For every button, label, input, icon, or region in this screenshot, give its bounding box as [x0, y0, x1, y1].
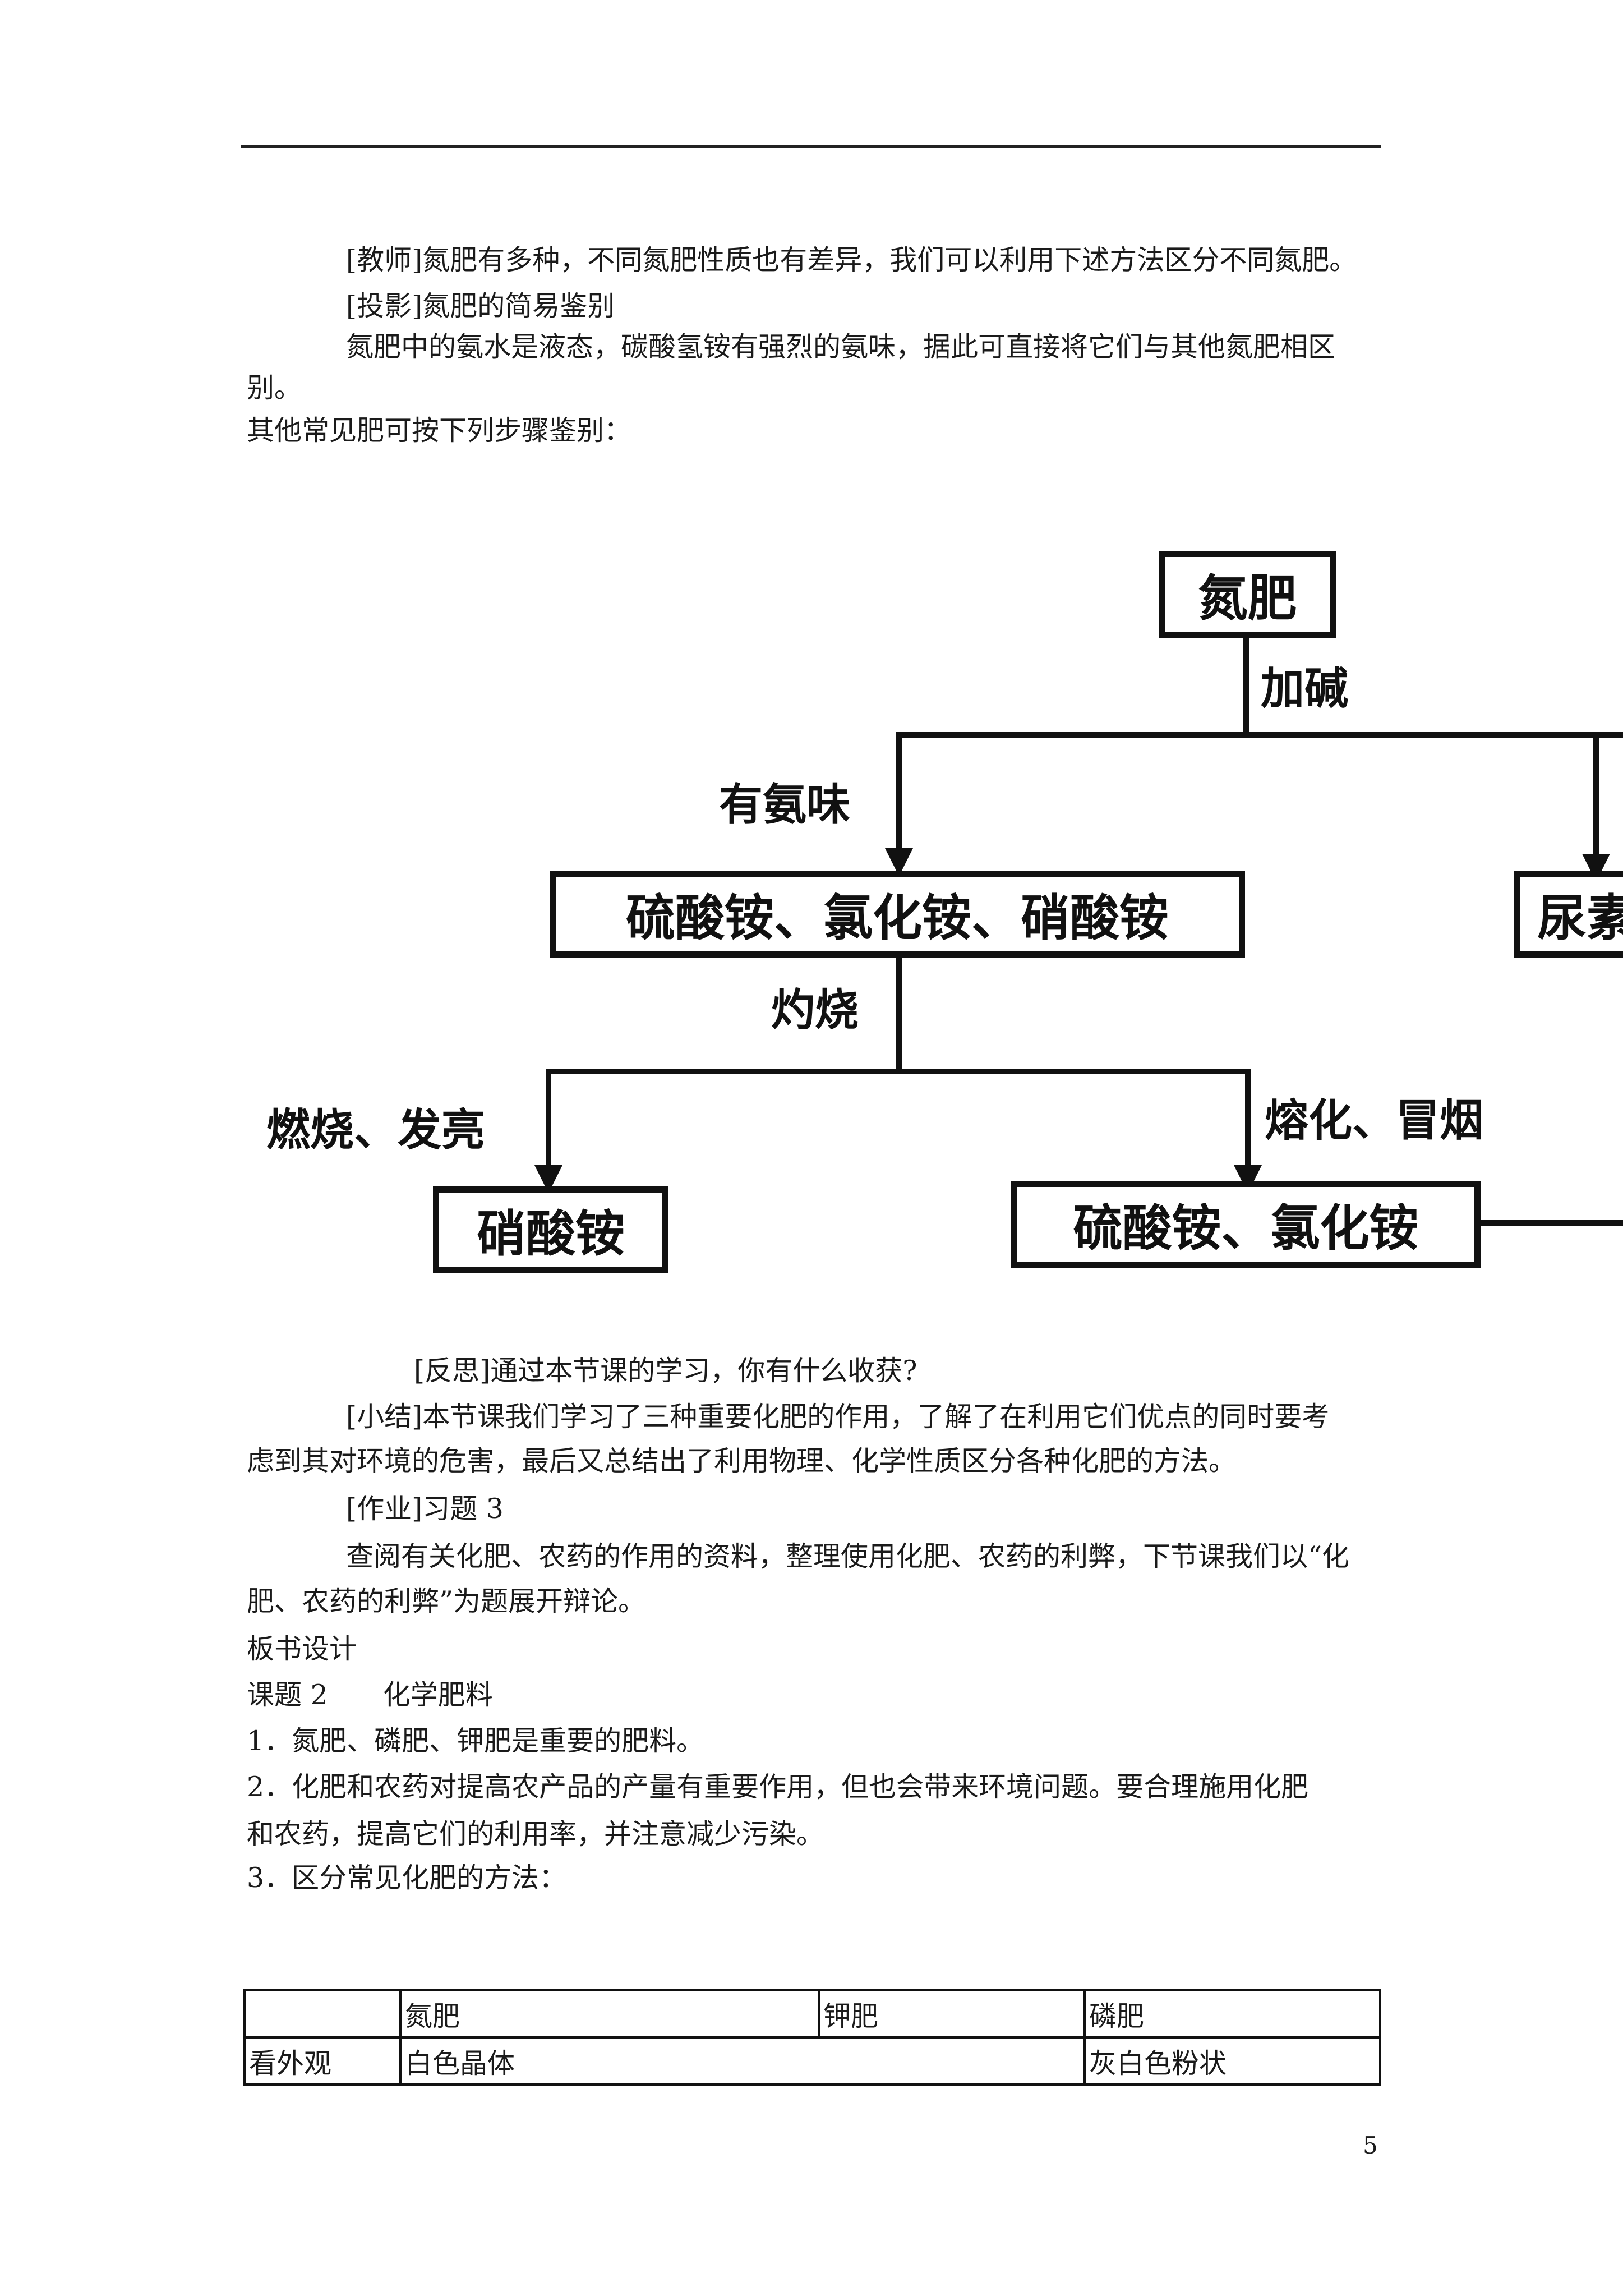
node-nitrogen-fertilizer: 氮肥 — [1159, 551, 1336, 638]
board-design-heading: 板书设计 — [247, 1633, 357, 1665]
node-ammonium-nitrate: 硝酸铵 — [433, 1186, 668, 1273]
label-add-alkali: 加碱 — [1261, 664, 1349, 714]
lesson-title: 课题 2 化学肥料 — [247, 1679, 493, 1711]
table-header-cell — [243, 1989, 402, 2039]
homework-detail-line-2: 肥、农药的利弊”为题展开辩论。 — [247, 1585, 646, 1617]
point-3: 3．区分常见化肥的方法： — [247, 1862, 567, 1894]
point-1: 1．氮肥、磷肥、钾肥是重要的肥料。 — [247, 1725, 704, 1757]
table-header-cell: 钾肥 — [818, 1989, 1086, 2039]
header-rule — [241, 145, 1381, 148]
label-ammonia-smell: 有氨味 — [719, 780, 851, 830]
homework-line: [作业]习题 3 — [346, 1493, 504, 1525]
flowchart-connectors — [534, 634, 1623, 1226]
other-fertilizer-intro: 其他常见肥可按下列步骤鉴别： — [247, 415, 632, 447]
label-melt-smoke: 熔化、冒烟 — [1265, 1096, 1484, 1146]
point-2-line-2: 和农药，提高它们的利用率，并注意减少污染。 — [247, 1818, 824, 1850]
homework-detail-line-1: 查阅有关化肥、农药的作用的资料，整理使用化肥、农药的利弊，下节课我们以“化 — [346, 1540, 1350, 1572]
ammonia-paragraph-line-1: 氮肥中的氨水是液态，碳酸氢铵有强烈的氨味，据此可直接将它们与其他氮肥相区 — [346, 331, 1336, 363]
page-number: 5 — [1363, 2132, 1378, 2159]
ammonia-paragraph-line-2: 别。 — [247, 372, 302, 404]
table-header-row: 氮肥 钾肥 磷肥 — [243, 1989, 1381, 2039]
nitrogen-fertilizer-flowchart: 氮肥 加碱 有氨味 硫酸铵、氯化铵、硝酸铵 尿素 灼烧 燃烧、发亮 熔化、冒烟 … — [0, 505, 1623, 1301]
table-header-cell: 氮肥 — [399, 1989, 820, 2039]
table-cell: 白色晶体 — [399, 2036, 1086, 2086]
table-cell: 灰白色粉状 — [1083, 2036, 1381, 2086]
table-row: 看外观 白色晶体 灰白色粉状 — [243, 2036, 1381, 2086]
point-2-line-1: 2．化肥和农药对提高农产品的产量有重要作用，但也会带来环境问题。要合理施用化肥 — [247, 1771, 1309, 1803]
table-row-label: 看外观 — [243, 2036, 402, 2086]
node-urea: 尿素 — [1514, 871, 1623, 958]
node-sulfate-chloride: 硫酸铵、氯化铵 — [1011, 1181, 1481, 1268]
label-burn-glow: 燃烧、发亮 — [266, 1105, 486, 1156]
teacher-paragraph: [教师]氮肥有多种，不同氮肥性质也有差异，我们可以利用下述方法区分不同氮肥。 — [346, 244, 1357, 276]
reflection-line: [反思]通过本节课的学习，你有什么收获? — [414, 1355, 917, 1387]
table-header-cell: 磷肥 — [1083, 1989, 1381, 2039]
projection-heading: [投影]氮肥的简易鉴别 — [346, 290, 615, 322]
node-ammonium-salts: 硫酸铵、氯化铵、硝酸铵 — [550, 871, 1245, 958]
summary-line-1: [小结]本节课我们学习了三种重要化肥的作用，了解了在利用它们优点的同时要考 — [346, 1401, 1330, 1433]
label-ignite: 灼烧 — [771, 985, 859, 1036]
fertilizer-comparison-table: 氮肥 钾肥 磷肥 看外观 白色晶体 灰白色粉状 — [243, 1989, 1381, 2086]
summary-line-2: 虑到其对环境的危害，最后又总结出了利用物理、化学性质区分各种化肥的方法。 — [247, 1445, 1237, 1477]
